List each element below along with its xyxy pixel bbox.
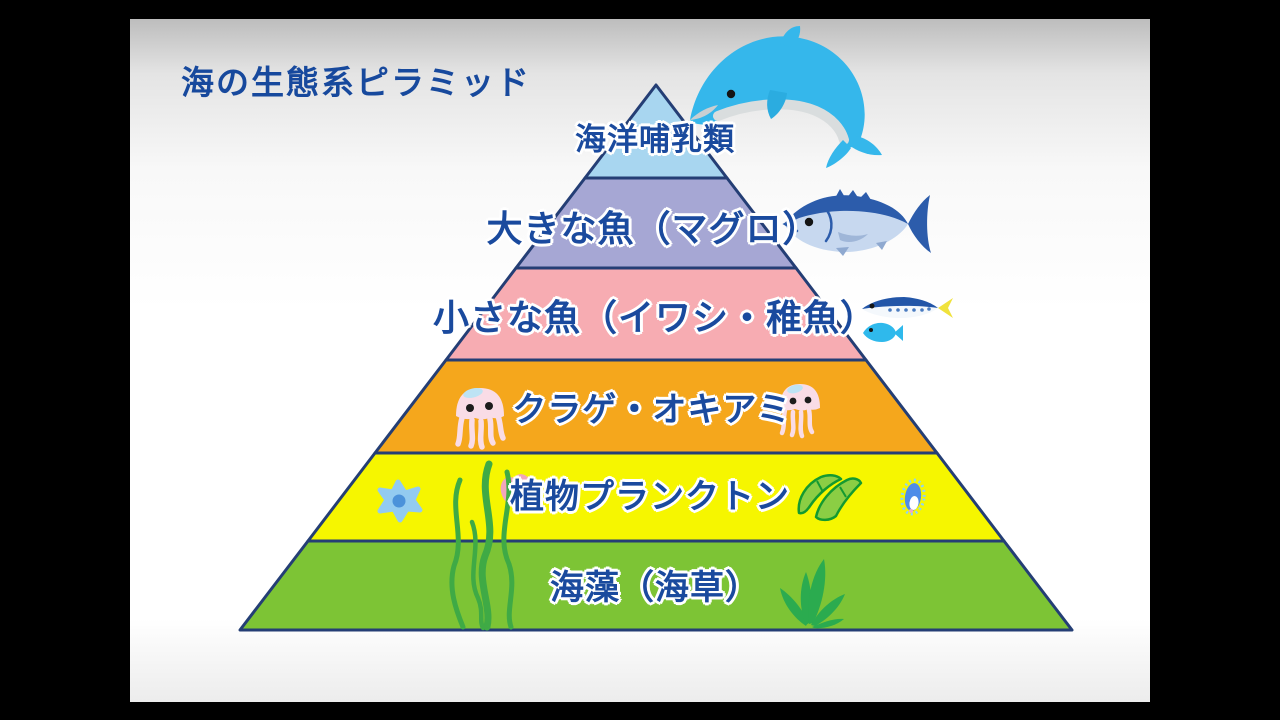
level-label-small-fish: 小さな魚（イワシ・稚魚） <box>432 297 878 338</box>
seaweed-strands-icon <box>449 460 515 631</box>
level-shape-seaweed <box>238 539 1074 632</box>
pyramid-levels <box>238 83 1074 632</box>
level-label-phytoplankton: 植物プランクトン <box>510 478 790 516</box>
level-label-marine-mammals: 海洋哺乳類 <box>575 122 735 157</box>
tuna-icon <box>782 189 931 256</box>
level-label-seaweed: 海藻（海草） <box>550 569 760 607</box>
small-fish-icon <box>863 322 903 342</box>
page-title: 海の生態系ピラミッド <box>181 64 531 101</box>
jellyfish-icon <box>455 388 506 450</box>
paramecium-icon <box>900 478 926 516</box>
jellyfish-icon <box>779 384 820 439</box>
dolphin-icon <box>690 26 882 168</box>
sardine-icon <box>862 297 953 318</box>
diatom-pods-icon <box>797 474 863 522</box>
level-label-jellyfish-krill: クラゲ・オキアミ <box>512 391 792 429</box>
seaweed-plant-icon <box>780 559 845 629</box>
plankton-star-icon <box>377 479 423 523</box>
level-label-large-fish: 大きな魚（マグロ） <box>486 208 820 249</box>
